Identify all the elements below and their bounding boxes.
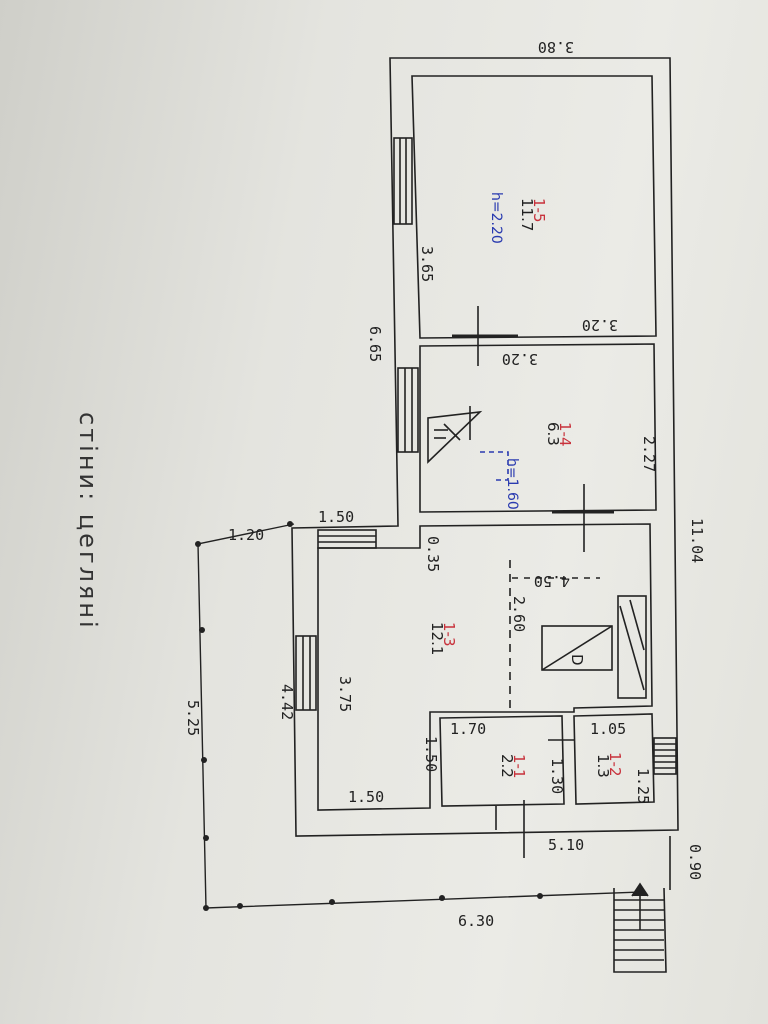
window-room-1-5 [393, 137, 413, 225]
outer-wall-outline [291, 57, 679, 837]
room-dim: 1.25 [634, 768, 652, 804]
stove-symbol [541, 595, 647, 699]
room-area: 12.1 [428, 622, 446, 655]
walls-material-note: стіни: цегляні [74, 412, 102, 631]
stove-label: D [568, 654, 586, 666]
room-dim: 1.50 [348, 788, 384, 806]
room-dim: 3.65 [418, 246, 436, 282]
room-dim: 1.30 [548, 758, 566, 794]
room-dim: 3.20 [502, 350, 538, 368]
yard-length: 5.25 [184, 700, 202, 736]
yard-width: 6.30 [458, 912, 494, 930]
room-1-4-outline [419, 343, 657, 513]
room-height: h=1.60 [504, 458, 520, 510]
room-id: 1-1 [510, 754, 528, 779]
room-1-5: 1-5 11.7 h=2.20 3.65 3.20 [418, 192, 618, 334]
room-dim: 4.50 [534, 572, 570, 590]
window-room-1-3 [295, 635, 317, 711]
room-1-2: 1.05 1-2 1.3 1.25 [590, 720, 652, 804]
window-top-step [317, 529, 377, 549]
window-room-1-4 [397, 367, 419, 453]
room-area: 1.3 [594, 754, 612, 778]
room-id: 1-5 [530, 198, 548, 223]
room-height: h=2.20 [488, 192, 504, 244]
room-dim: 0.35 [424, 536, 442, 572]
room-dim: 3.20 [582, 316, 618, 334]
dim-porch-width: 0.90 [686, 844, 704, 880]
room-1-1: 1.70 1-1 2.2 1.30 [450, 720, 566, 794]
dim-top-width: 3.80 [538, 38, 574, 56]
dim-bottom: 5.10 [548, 836, 584, 854]
porch-stairs [613, 882, 667, 973]
room-dim: 3.75 [336, 676, 354, 712]
room-1-3-outline [317, 523, 653, 811]
inner-wall-outline [411, 75, 657, 339]
room-dim: 1.05 [590, 720, 626, 738]
room-area: 2.2 [498, 754, 516, 778]
room-dim: 1.70 [450, 720, 486, 738]
room-1-4: 3.20 1-4 6.3 h=1.60 2.27 [502, 350, 658, 510]
stair-symbol [427, 406, 483, 464]
height-dash-line [480, 451, 509, 481]
room-area: 6.3 [544, 422, 562, 446]
window-room-1-2 [653, 737, 677, 775]
yard-entry: 1.20 [228, 526, 264, 544]
room-1-2-outline [573, 713, 655, 805]
room-1-3: 4.50 2.60 1-3 12.1 3.75 0.35 1.50 1.50 1… [318, 508, 570, 806]
room-id: 1-2 [606, 752, 624, 777]
room-dim: 1.50 [422, 736, 440, 772]
room-dim: 2.60 [510, 596, 528, 632]
room-dim: 2.27 [640, 436, 658, 472]
dim-left-upper: 6.65 [366, 326, 384, 362]
room-area: 11.7 [518, 198, 536, 231]
room-id: 1-4 [556, 422, 574, 447]
room-dim: 1.50 [318, 508, 354, 526]
dim-right-length: 11.04 [688, 518, 706, 563]
room-id: 1-3 [440, 622, 458, 647]
room-1-1-outline [439, 715, 565, 807]
yard-outline [197, 523, 641, 909]
dim-left-lower: 4.42 [278, 684, 296, 720]
